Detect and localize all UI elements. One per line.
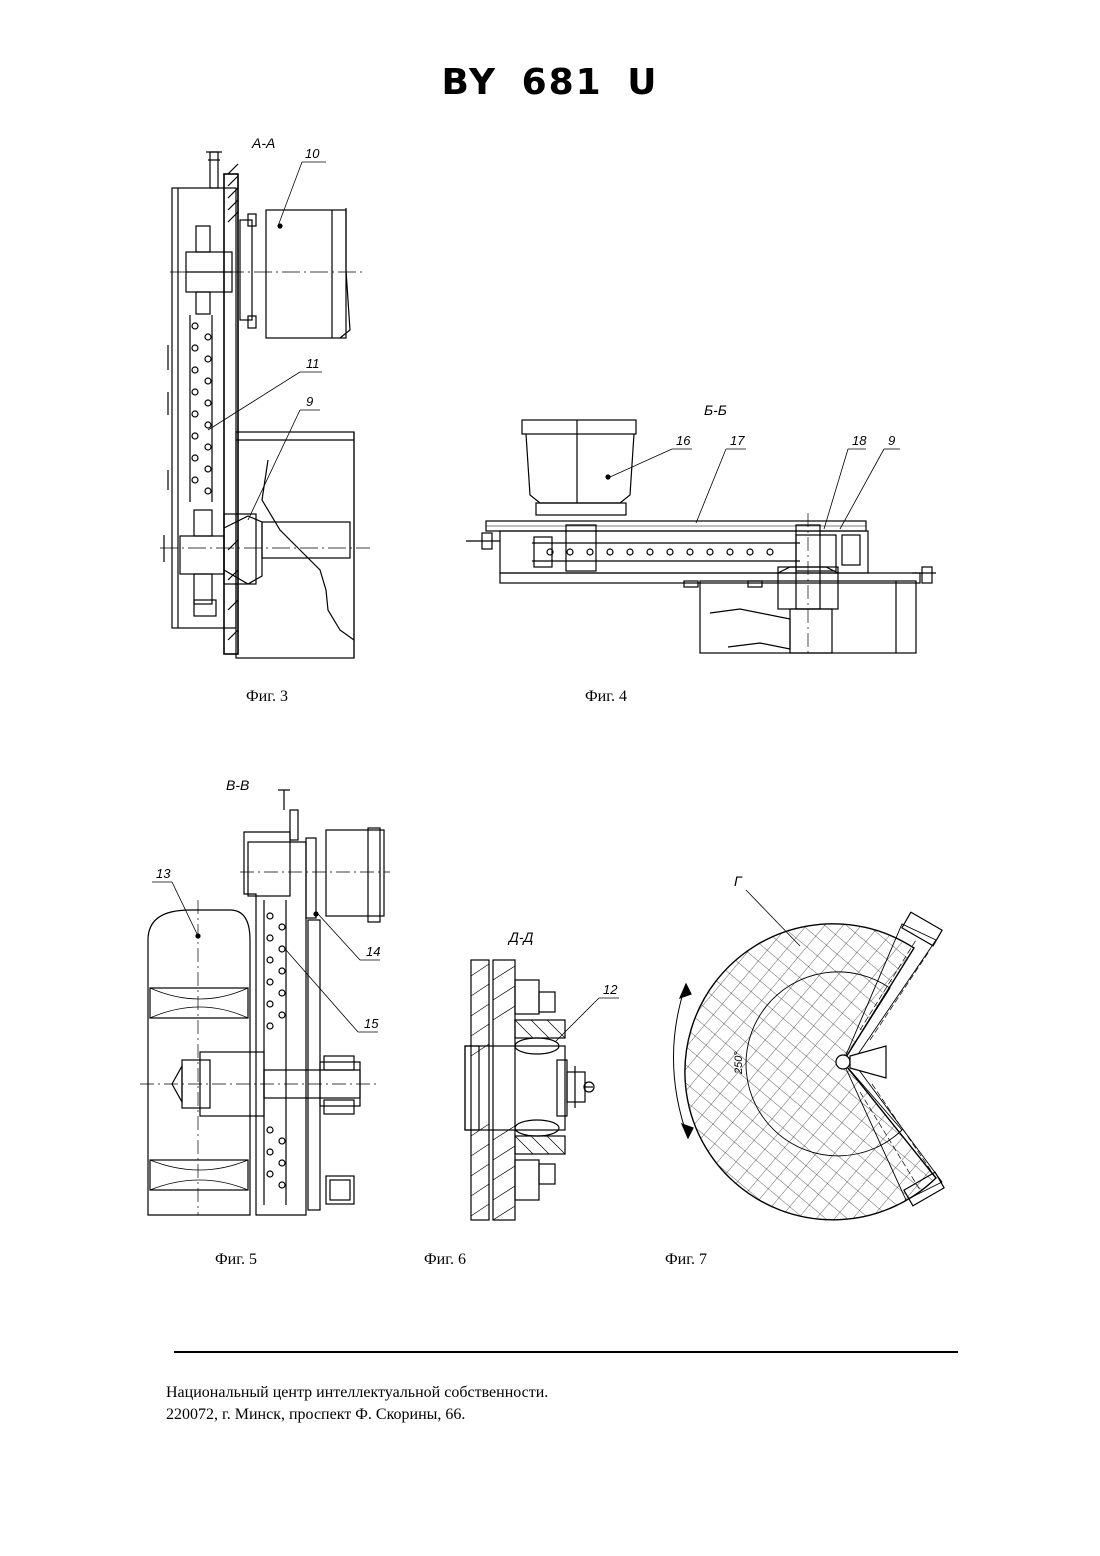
- fig3-callout-9: 9: [306, 394, 313, 409]
- figure-4-drawing: Б-Б 16 17 18 9: [460, 395, 950, 665]
- footer-publisher: Национальный центр интеллектуальной собс…: [166, 1382, 548, 1426]
- figure-7-drawing: Г 250°: [660, 860, 970, 1240]
- fig4-callout-16: 16: [676, 433, 691, 448]
- fig4-callout-17: 17: [730, 433, 745, 448]
- fig3-caption: Фиг. 3: [246, 688, 288, 706]
- fig7-caption: Фиг. 7: [665, 1251, 707, 1269]
- figure-5-drawing: В-В 13 14 15: [140, 770, 400, 1230]
- fig4-section-label: Б-Б: [704, 402, 727, 418]
- fig5-callout-14: 14: [366, 944, 380, 959]
- fig5-callout-15: 15: [364, 1016, 379, 1031]
- footer-publisher-name: Национальный центр интеллектуальной собс…: [166, 1382, 548, 1404]
- figure-3-drawing: А-А 10 11 9: [150, 130, 380, 670]
- fig7-angle-label: 250°: [733, 1051, 745, 1075]
- fig4-callout-18: 18: [852, 433, 867, 448]
- footer-divider: [174, 1351, 958, 1353]
- fig3-callout-11: 11: [306, 356, 320, 371]
- fig5-section-label: В-В: [226, 777, 249, 793]
- fig3-section-label: А-А: [251, 135, 275, 151]
- fig4-callout-9: 9: [888, 433, 895, 448]
- patent-number-title: BY 681 U: [0, 62, 1100, 103]
- fig3-callout-10: 10: [305, 146, 320, 161]
- fig4-caption: Фиг. 4: [585, 688, 627, 706]
- figure-6-drawing: Д-Д 12: [455, 920, 615, 1230]
- fig6-caption: Фиг. 6: [424, 1251, 466, 1269]
- footer-publisher-address: 220072, г. Минск, проспект Ф. Скорины, 6…: [166, 1404, 548, 1426]
- fig6-section-label: Д-Д: [507, 929, 534, 945]
- fig6-callout-12: 12: [603, 982, 618, 997]
- fig5-callout-13: 13: [156, 866, 171, 881]
- fig7-view-label: Г: [734, 873, 743, 889]
- fig5-caption: Фиг. 5: [215, 1251, 257, 1269]
